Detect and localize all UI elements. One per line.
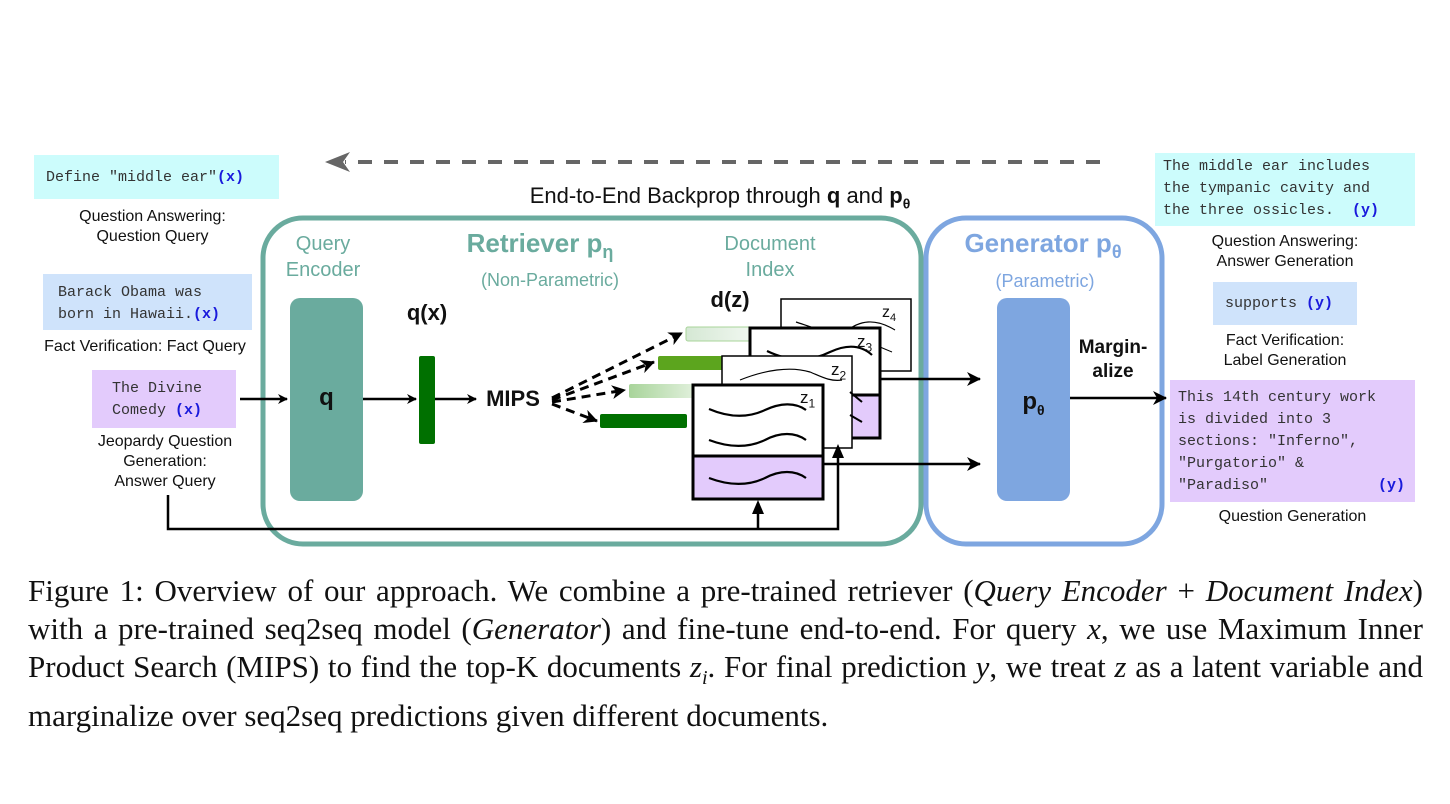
generator-title: Generator pθ (964, 228, 1122, 263)
generator-block (997, 298, 1070, 501)
mips-arrow-z2 (551, 385, 626, 404)
query-vector (419, 356, 435, 444)
diagram-canvas (166, 152, 1167, 547)
output-box-fact: supports (y) (1213, 282, 1357, 325)
input-to-docs-loop (166, 447, 840, 531)
marginalize-label: Margin- alize (1078, 337, 1148, 382)
output-task-jeopardy: Question Generation (1218, 508, 1367, 525)
figure-caption: Figure 1: Overview of our approach. We c… (28, 573, 1423, 734)
mips-label: MIPS (486, 386, 540, 411)
output-task-fact: Fact Verification:Label Generation (1223, 332, 1347, 369)
query-encoder-block (290, 298, 363, 501)
document-index-label: Document Index (724, 233, 816, 281)
input-task-qa: Question Answering:Question Query (79, 208, 226, 245)
generator-container (923, 215, 1165, 547)
backprop-label: End-to-End Backprop through q and pθ (529, 183, 911, 212)
doc-label-z2: z2 (831, 360, 847, 383)
input-box-qa: Define "middle ear"(x) (34, 155, 279, 199)
query-encoder-label: Query Encoder (285, 233, 361, 281)
generator-subtitle: (Parametric) (995, 271, 1095, 291)
doc-label-z1: z1 (800, 388, 816, 411)
dz-label: d(z) (710, 287, 750, 312)
mips-arrows (551, 331, 683, 423)
mips-arrow-z1 (551, 402, 598, 423)
retriever-subtitle: (Non-Parametric) (480, 270, 620, 290)
input-task-fact: Fact Verification: Fact Query (44, 338, 246, 355)
mips-arrow-z4 (551, 331, 683, 400)
encoder-symbol: q (319, 384, 334, 411)
backprop-arrowhead (325, 152, 350, 172)
mips-arrow-z3 (551, 359, 655, 402)
doc-label-z4: z4 (882, 304, 897, 325)
generator-symbol: pθ (1022, 388, 1045, 418)
retriever-container (260, 215, 924, 547)
qx-label: q(x) (406, 300, 448, 325)
retriever-title: Retriever pη (466, 228, 614, 263)
output-task-qa: Question Answering:Answer Generation (1211, 233, 1359, 270)
document-z1 (691, 383, 825, 501)
doc-vector-z1 (600, 414, 687, 428)
rag-overview-figure: End-to-End Backprop through q and pθ Que… (34, 152, 1415, 547)
doc-label-z3: z3 (857, 332, 873, 355)
